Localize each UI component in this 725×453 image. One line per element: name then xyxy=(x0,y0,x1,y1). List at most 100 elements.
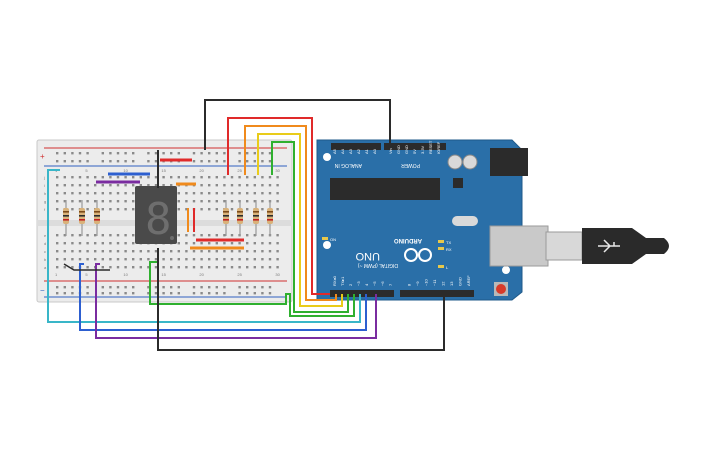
resistor-band xyxy=(63,219,69,221)
breadboard-hole xyxy=(116,258,120,261)
capacitor-1 xyxy=(447,154,463,170)
breadboard-hole xyxy=(116,192,120,195)
breadboard-hole xyxy=(63,258,66,261)
breadboard-hole xyxy=(192,258,196,261)
breadboard-hole xyxy=(86,176,89,179)
breadboard-hole xyxy=(223,200,226,203)
rail-hole xyxy=(71,286,74,289)
crystal xyxy=(452,216,478,226)
rail-hole xyxy=(246,152,249,155)
reset-button-cap[interactable] xyxy=(496,284,506,294)
breadboard-hole xyxy=(170,266,173,269)
breadboard-hole xyxy=(86,258,89,261)
breadboard-hole xyxy=(246,266,249,269)
breadboard-hole xyxy=(200,258,203,261)
rail-hole xyxy=(200,286,203,289)
breadboard-hole xyxy=(124,176,127,179)
breadboard-hole xyxy=(192,250,196,253)
breadboard-hole xyxy=(139,176,142,179)
rail-hole xyxy=(253,160,256,163)
rail-hole xyxy=(86,152,89,155)
resistor-band xyxy=(237,215,243,217)
breadboard-hole xyxy=(71,242,74,245)
breadboard-hole xyxy=(238,266,241,269)
breadboard-hole xyxy=(223,242,226,245)
breadboard-hole xyxy=(223,234,226,237)
breadboard-hole xyxy=(185,192,188,195)
breadboard-hole xyxy=(261,266,264,269)
resistor-band xyxy=(253,211,259,213)
breadboard-hole xyxy=(177,192,180,195)
breadboard-hole xyxy=(71,258,74,261)
breadboard-hole xyxy=(101,250,104,253)
pin-label: A4 xyxy=(340,148,345,154)
rail-hole xyxy=(170,152,173,155)
led-rx-label: RX xyxy=(446,247,452,252)
breadboard-hole xyxy=(86,200,89,203)
breadboard-hole xyxy=(94,250,97,253)
rail-hole xyxy=(200,160,203,163)
breadboard-hole xyxy=(223,176,226,179)
breadboard-hole xyxy=(208,184,211,187)
pin-label: 5V xyxy=(412,149,417,154)
column-number: 25 xyxy=(237,272,242,277)
rail-hole xyxy=(238,152,241,155)
rail-hole xyxy=(268,292,272,295)
rail-hole xyxy=(63,152,66,155)
breadboard-hole xyxy=(109,192,112,195)
breadboard-hole xyxy=(215,184,218,187)
pin-label: ~3 xyxy=(356,281,361,286)
breadboard-hole xyxy=(63,184,66,187)
rail-hole xyxy=(246,160,249,163)
breadboard-hole xyxy=(215,266,218,269)
breadboard-hole xyxy=(139,258,142,261)
rail-hole xyxy=(268,160,272,163)
resistor-band xyxy=(94,219,100,221)
mount-hole-2 xyxy=(323,241,331,249)
pin-label: 12 xyxy=(441,281,446,286)
row-letter: i xyxy=(44,183,45,188)
breadboard-hole xyxy=(185,234,188,237)
breadboard-hole xyxy=(276,234,279,237)
breadboard-hole xyxy=(56,200,59,203)
arduino-logo xyxy=(404,248,432,262)
rail-hole xyxy=(116,286,120,289)
rail-hole xyxy=(208,152,211,155)
usb-cable xyxy=(545,228,669,264)
breadboard-hole xyxy=(139,266,142,269)
breadboard-hole xyxy=(261,242,264,245)
breadboard-hole xyxy=(101,200,104,203)
breadboard-hole xyxy=(71,208,74,211)
breadboard-hole xyxy=(200,176,203,179)
breadboard-hole xyxy=(109,200,112,203)
breadboard-hole xyxy=(246,192,249,195)
header-analog xyxy=(331,143,381,150)
breadboard-hole xyxy=(154,258,158,261)
rail-hole xyxy=(223,152,226,155)
power-jack xyxy=(490,148,528,176)
wire-black-bottom xyxy=(157,248,445,351)
breadboard-hole xyxy=(200,208,203,211)
resistor-band xyxy=(94,211,100,213)
column-number: 30 xyxy=(275,168,280,173)
pin-label: A3 xyxy=(348,148,353,154)
breadboard-hole xyxy=(124,234,127,237)
breadboard-hole xyxy=(86,184,89,187)
breadboard-hole xyxy=(215,258,218,261)
breadboard-hole xyxy=(56,250,59,253)
rail-hole xyxy=(162,286,165,289)
breadboard-hole xyxy=(132,250,135,253)
logo-left-ring xyxy=(404,248,418,262)
rail-hole xyxy=(124,286,127,289)
voltage-regulator xyxy=(453,178,463,188)
breadboard-hole xyxy=(215,250,218,253)
breadboard-hole xyxy=(63,242,66,245)
rail-hole xyxy=(109,286,112,289)
breadboard-hole xyxy=(132,176,135,179)
power-header-label: POWER xyxy=(401,162,420,168)
breadboard-hole xyxy=(162,250,165,253)
rail-hole xyxy=(268,286,272,289)
breadboard-hole xyxy=(132,234,135,237)
rail-hole xyxy=(200,292,203,295)
